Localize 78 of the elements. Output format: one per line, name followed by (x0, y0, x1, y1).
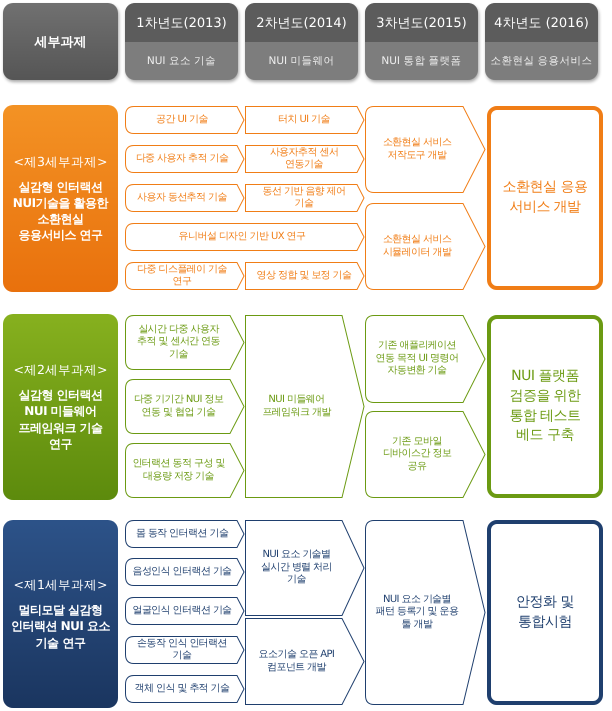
process-step (125, 379, 244, 434)
process-step (245, 262, 364, 290)
process-step (365, 203, 485, 290)
step-label: 공간 UI 기술 (156, 114, 208, 126)
header-cell: 세부과제 (3, 3, 118, 80)
process-step (365, 106, 485, 193)
process-step (125, 223, 364, 251)
process-step (125, 315, 244, 370)
process-step (125, 106, 244, 134)
subproject-number: <제1세부과제> (14, 577, 108, 594)
step-label: NUI 요소 기술별 패턴 등록기 및 운용 툴 개발 (374, 594, 460, 632)
step-label: 소환현실 서비스 시뮬레이터 개발 (382, 234, 453, 259)
step-label: 사용자추적 센서 연동기술 (268, 146, 340, 172)
process-step (365, 315, 485, 403)
step-label: 기존 모바일 디바이스간 정보 공유 (382, 436, 452, 474)
process-step (245, 315, 364, 498)
process-step (245, 618, 364, 705)
year-heading: 1차년도(2013) (125, 3, 238, 42)
step-label: 몸 동작 인터랙션 기술 (136, 528, 228, 540)
subproject-title: 실감형 인터랙션 NUI기술을 활용한 소환현실 응용서비스 연구 (12, 178, 110, 244)
stage-label: NUI 통합 플랫폼 (380, 54, 463, 69)
goal-label: 안정화 및 통합시험 (515, 592, 575, 632)
goal-box (487, 315, 603, 498)
step-label: 음성인식 인터랙션 기술 (132, 566, 232, 578)
year-header-card (485, 3, 598, 80)
process-step (125, 597, 244, 625)
step-label: 유니버설 디자인 기반 UX 연구 (178, 230, 306, 244)
stage-label: 소환현실 응용서비스 (489, 54, 594, 69)
subproject-title: 멀티모달 실감형 인터랙션 NUI 요소 기술 연구 (10, 602, 112, 651)
process-step (245, 184, 364, 212)
step-label: 객체 인식 및 추적 기술 (134, 682, 230, 696)
step-label: 소환현실 서비스 저작도구 개발 (382, 137, 452, 162)
process-step (125, 520, 244, 548)
subproject-panel (3, 105, 118, 292)
process-step (125, 675, 244, 703)
step-label: 사용자 동선추적 기술 (137, 192, 227, 204)
step-label: 다중 기기간 NUI 정보 연동 및 협업 기술 (132, 394, 224, 419)
subproject-number: <제2세부과제> (14, 362, 108, 380)
process-step (125, 636, 244, 664)
goal-label: 소환현실 응용 서비스 개발 (502, 178, 588, 217)
process-step (125, 184, 244, 212)
stage-label: NUI 미들웨어 (268, 54, 336, 69)
subproject-panel (3, 314, 118, 500)
step-label: 손동작 인식 인터랙션 기술 (136, 638, 228, 662)
process-step (365, 411, 485, 498)
process-step (365, 520, 485, 705)
subproject-panel (3, 520, 118, 708)
year-header-card (245, 3, 358, 80)
step-label: 인터랙션 동적 구성 및 대용량 저장 기술 (131, 458, 226, 483)
step-label: NUI 미들웨어 프레임워크 개발 (261, 394, 332, 419)
subproject-title: 실감형 인터랙션 NUI 미들웨어 프레임워크 기술 연구 (17, 387, 104, 452)
stage-label: NUI 요소 기술 (146, 54, 218, 69)
process-step (245, 145, 364, 173)
year-header-card (365, 3, 478, 80)
step-label: 터치 UI 기술 (278, 114, 330, 126)
process-step (245, 106, 364, 134)
goal-box (487, 520, 603, 705)
step-label: 실시간 다중 사용자 추적 및 센서간 연동 기술 (136, 324, 221, 362)
step-label: 영상 정합 및 보정 기술 (256, 270, 352, 282)
goal-box (487, 106, 603, 290)
step-label: 요소기술 오픈 API 컴포넌트 개발 (258, 649, 336, 674)
step-label: 동선 기반 음향 제어 기술 (262, 186, 346, 210)
process-step (245, 520, 364, 616)
process-step (125, 145, 244, 173)
process-step (125, 558, 244, 586)
year-heading: 4차년도 (2016) (485, 3, 598, 42)
step-label: 다중 디스플레이 기술 연구 (136, 264, 228, 288)
year-heading: 3차년도(2015) (365, 3, 478, 42)
subproject-number: <제3세부과제> (14, 154, 108, 171)
step-label: 기존 애플리케이션 연동 목적 UI 명령어 자동변환 기술 (374, 340, 460, 378)
step-label: NUI 요소 기술별 실시간 병렬 처리 기술 (260, 549, 333, 587)
step-label: 얼굴인식 인터랙션 기술 (132, 604, 232, 618)
step-label: 다중 사용자 추적 기술 (136, 152, 228, 166)
goal-label: NUI 플랫폼 검증을 위한 통합 테스트 베드 구축 (508, 367, 582, 446)
process-step (125, 443, 244, 498)
year-header-card (125, 3, 238, 80)
year-heading: 2차년도(2014) (245, 3, 358, 42)
process-step (125, 262, 244, 290)
